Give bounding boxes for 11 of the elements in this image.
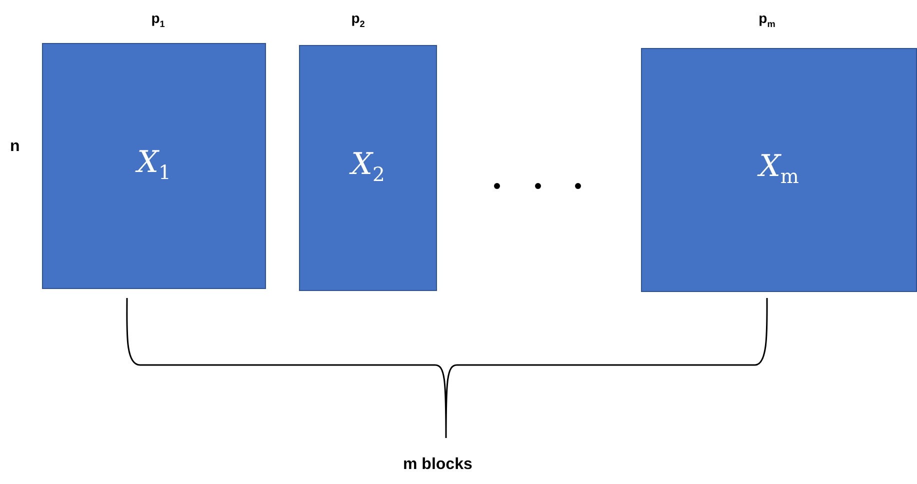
matrix-block: [299, 45, 437, 291]
column-count-label: p$_{2}$: [351, 10, 365, 29]
matrix-block: [641, 48, 917, 292]
brace-label: m blocks: [403, 456, 472, 474]
column-count-label: p$_{m}$: [758, 10, 776, 29]
column-count-label: p$_{1}$: [151, 10, 165, 29]
matrix-block: [42, 43, 266, 289]
row-count-label: n: [10, 138, 20, 156]
block-label: X$_{m}$: [759, 149, 799, 188]
block-label: X$_{2}$: [351, 147, 385, 186]
block-label: X$_{1}$: [137, 145, 171, 184]
